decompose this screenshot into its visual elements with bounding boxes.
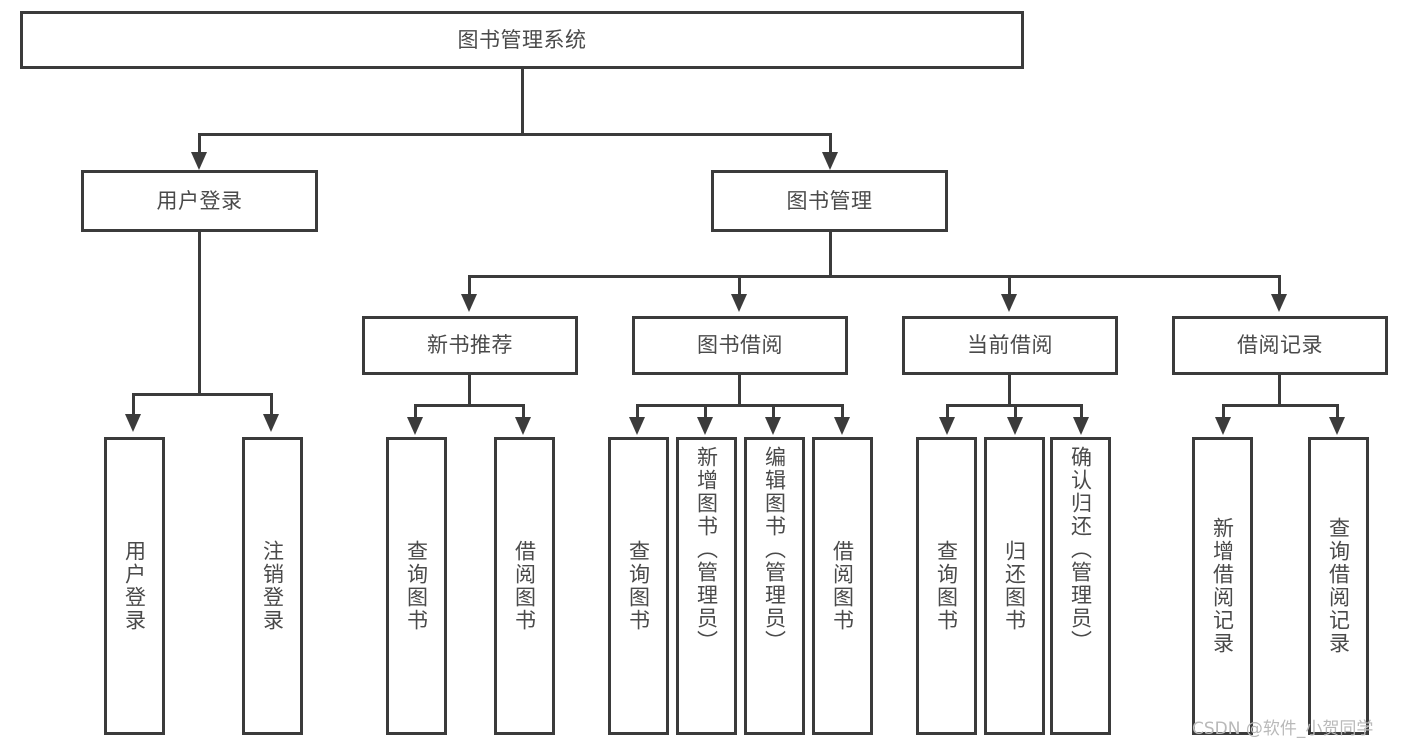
node-label: 图书管理 [786,188,873,213]
leaf-borrowrecord-query-record[interactable]: 查询借阅记录 [1308,437,1369,735]
leaf-newbook-borrow-book[interactable]: 借阅图书 [494,437,555,735]
node-label: 图书管理系统 [457,27,587,52]
node-label: 用户登录 [122,540,147,632]
connector-root-stem [521,69,524,133]
arrowhead-icon [125,414,141,432]
node-label: 图书借阅 [697,333,783,358]
connector-bookborrow-drop-3 [772,404,775,419]
arrowhead-icon [1001,294,1017,312]
arrowhead-icon [697,417,713,435]
connector-newbook-drop-1 [414,404,417,419]
arrowhead-icon [731,294,747,312]
node-label: 确认归还（管理员） [1068,446,1093,653]
connector-borrowrecord-drop-1 [1222,404,1225,419]
node-label: 归还图书 [1002,540,1027,632]
connector-currentborrow-stem [1008,375,1011,404]
connector-bookmgmt-drop-4 [1278,275,1281,297]
leaf-user-login[interactable]: 用户登录 [104,437,165,735]
node-borrow-record[interactable]: 借阅记录 [1172,316,1388,375]
node-label: 新书推荐 [427,333,513,358]
arrowhead-icon [1215,417,1231,435]
connector-newbook-bar [414,404,524,407]
connector-borrowrecord-drop-2 [1336,404,1339,419]
leaf-bookborrow-edit-book[interactable]: 编辑图书（管理员） [744,437,805,735]
node-label: 新增借阅记录 [1210,517,1235,655]
node-book-borrow[interactable]: 图书借阅 [632,316,848,375]
node-label: 新增图书（管理员） [694,446,719,653]
connector-userlogin-stem [198,232,201,393]
node-label: 当前借阅 [967,333,1053,358]
arrowhead-icon [515,417,531,435]
node-label: 查询图书 [404,540,429,632]
node-label: 借阅记录 [1237,333,1323,358]
node-label: 注销登录 [260,540,285,632]
arrowhead-icon [629,417,645,435]
node-user-login[interactable]: 用户登录 [81,170,318,232]
connector-borrowrecord-stem [1278,375,1281,404]
arrowhead-icon [765,417,781,435]
connector-newbook-stem [468,375,471,404]
connector-currentborrow-drop-3 [1080,404,1083,419]
connector-bookborrow-bar [636,404,844,407]
node-label: 查询图书 [934,540,959,632]
leaf-borrowrecord-add-record[interactable]: 新增借阅记录 [1192,437,1253,735]
arrowhead-icon [822,152,838,170]
arrowhead-icon [461,294,477,312]
connector-userlogin-drop-1 [132,393,135,416]
connector-newbook-drop-2 [522,404,525,419]
node-label: 借阅图书 [512,540,537,632]
node-book-management[interactable]: 图书管理 [711,170,948,232]
node-label: 查询图书 [626,540,651,632]
arrowhead-icon [939,417,955,435]
connector-root-to-bookmgmt [829,133,832,155]
arrowhead-icon [1329,417,1345,435]
connector-userlogin-bar [132,393,272,396]
node-label: 用户登录 [156,188,243,213]
arrowhead-icon [1007,417,1023,435]
arrowhead-icon [834,417,850,435]
connector-bookmgmt-drop-1 [468,275,471,297]
node-new-book-recommend[interactable]: 新书推荐 [362,316,578,375]
connector-bookborrow-drop-4 [841,404,844,419]
arrowhead-icon [1073,417,1089,435]
connector-bookborrow-drop-1 [636,404,639,419]
leaf-newbook-query-book[interactable]: 查询图书 [386,437,447,735]
node-root-system[interactable]: 图书管理系统 [20,11,1024,69]
leaf-currentborrow-confirm-return[interactable]: 确认归还（管理员） [1050,437,1111,735]
connector-userlogin-drop-2 [270,393,273,416]
leaf-bookborrow-borrow-book[interactable]: 借阅图书 [812,437,873,735]
connector-root-to-userlogin [198,133,201,155]
connector-bookmgmt-bar [468,275,1280,278]
connector-bookmgmt-drop-2 [738,275,741,297]
arrowhead-icon [1271,294,1287,312]
connector-root-bar [198,133,832,136]
connector-borrowrecord-bar [1222,404,1338,407]
leaf-user-logout[interactable]: 注销登录 [242,437,303,735]
arrowhead-icon [191,152,207,170]
leaf-bookborrow-query-book[interactable]: 查询图书 [608,437,669,735]
node-current-borrow[interactable]: 当前借阅 [902,316,1118,375]
connector-bookborrow-drop-2 [704,404,707,419]
connector-currentborrow-drop-1 [946,404,949,419]
watermark: CSDN @软件_小贺同学 [1192,719,1374,739]
leaf-currentborrow-query-book[interactable]: 查询图书 [916,437,977,735]
node-label: 查询借阅记录 [1326,517,1351,655]
leaf-currentborrow-return-book[interactable]: 归还图书 [984,437,1045,735]
connector-bookborrow-stem [738,375,741,404]
connector-bookmgmt-drop-3 [1008,275,1011,297]
node-label: 编辑图书（管理员） [762,446,787,653]
arrowhead-icon [407,417,423,435]
leaf-bookborrow-add-book[interactable]: 新增图书（管理员） [676,437,737,735]
connector-currentborrow-drop-2 [1014,404,1017,419]
arrowhead-icon [263,414,279,432]
connector-bookmgmt-stem [829,232,832,275]
node-label: 借阅图书 [830,540,855,632]
